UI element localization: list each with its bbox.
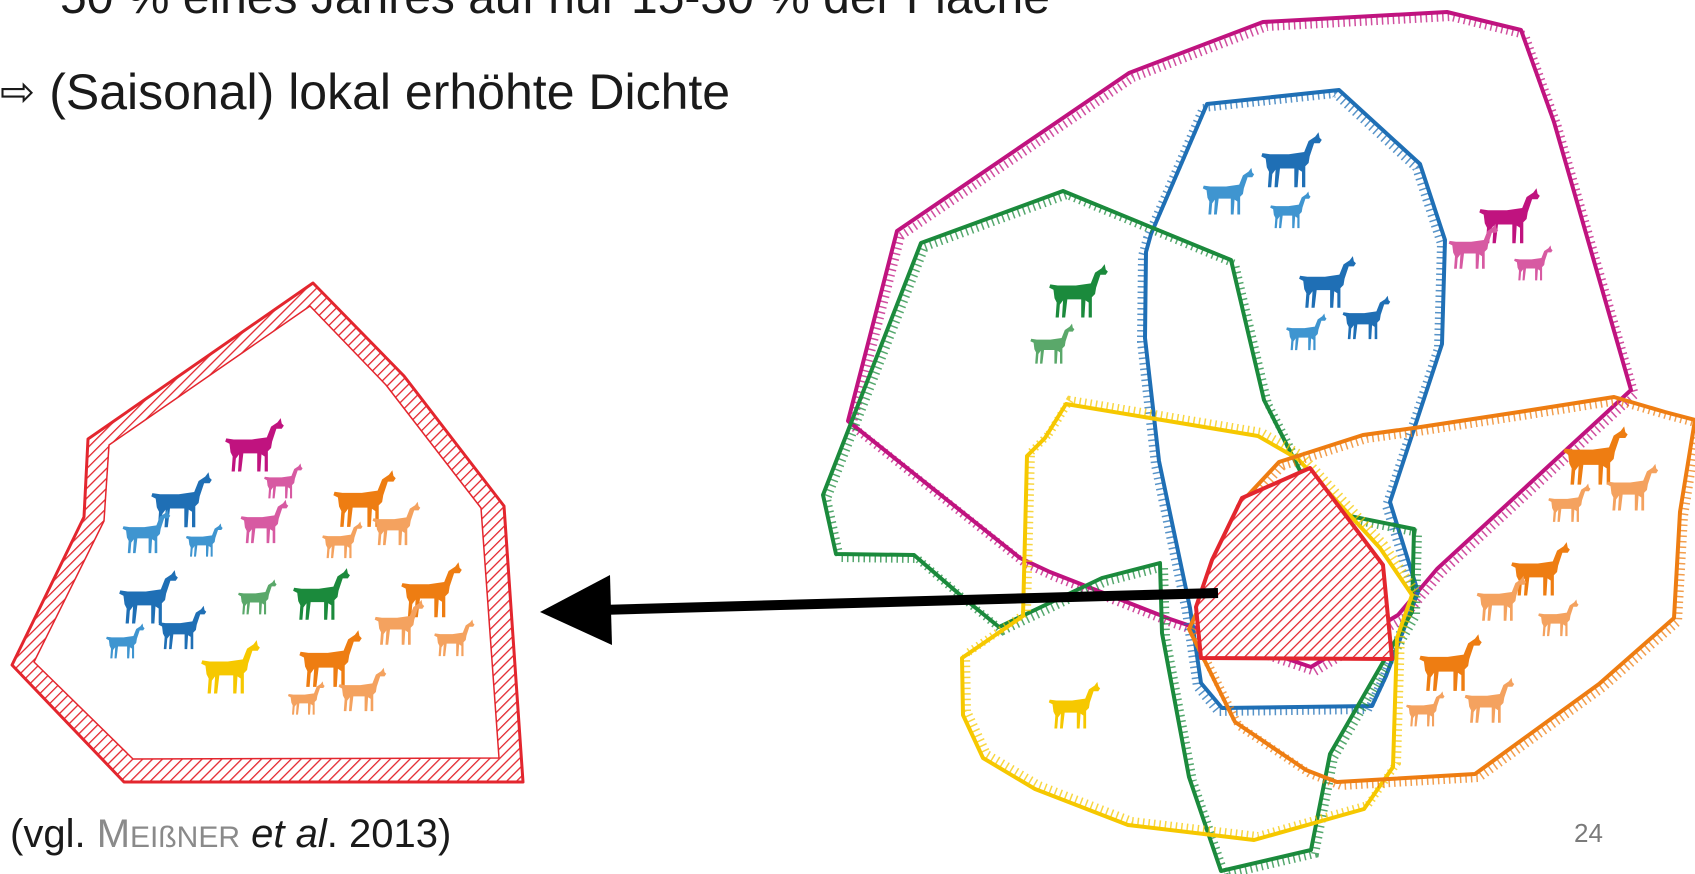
- deer-silhouette-icon: [1342, 295, 1391, 340]
- deer-silhouette-icon: [1511, 542, 1570, 596]
- deer-silhouette-icon: [1030, 323, 1075, 364]
- deer-silhouette-icon: [1048, 681, 1101, 729]
- deer-silhouette-icon: [240, 499, 289, 544]
- home-range-orange: [1187, 395, 1695, 791]
- deer-silhouette-icon: [264, 463, 303, 499]
- deer-silhouette-icon: [299, 630, 362, 687]
- overlap-core-area: [1194, 466, 1394, 661]
- citation: (vgl. MEIßNER et al. 2013): [10, 808, 451, 864]
- deer-silhouette-icon: [372, 501, 421, 546]
- deer-silhouette-icon: [106, 623, 145, 659]
- citation-open: (vgl.: [10, 812, 97, 856]
- citation-close: . 2013): [326, 812, 452, 856]
- deer-silhouette-icon: [434, 619, 475, 657]
- deer-silhouette-icon: [1406, 691, 1445, 727]
- deer-silhouette-icon: [1286, 313, 1327, 351]
- deer-silhouette-icon: [119, 570, 178, 624]
- citation-etal: et al: [251, 812, 327, 856]
- deer-silhouette-icon: [1261, 132, 1322, 188]
- deer-silhouette-icon: [401, 562, 462, 618]
- deer-silhouette-icon: [374, 599, 425, 645]
- deer-silhouette-icon: [1448, 223, 1499, 269]
- deer-silhouette-icon: [1464, 677, 1515, 723]
- page-number: 24: [1574, 818, 1603, 848]
- home-range-blue: [1136, 88, 1447, 717]
- deer-silhouette-icon: [1270, 191, 1311, 229]
- animals-enlarged-area: [106, 418, 475, 715]
- left-arrow-icon: [540, 575, 1219, 645]
- home-range-magenta: [846, 10, 1640, 677]
- home-range-yellow: [960, 395, 1421, 842]
- deer-silhouette-icon: [293, 568, 350, 620]
- deer-silhouette-icon: [158, 605, 207, 650]
- deer-silhouette-icon: [1049, 264, 1108, 318]
- deer-silhouette-icon: [1606, 463, 1659, 511]
- deer-silhouette-icon: [338, 667, 387, 712]
- deer-silhouette-icon: [333, 470, 396, 527]
- deer-silhouette-icon: [1299, 256, 1356, 308]
- citation-author-initial: M: [96, 812, 131, 856]
- citation-author-rest: EIßNER: [130, 821, 241, 854]
- deer-silhouette-icon: [1419, 634, 1482, 691]
- bullet-arrow-icon: ⇨: [0, 68, 36, 115]
- deer-silhouette-icon: [1538, 599, 1579, 637]
- enlarged-core-area: [10, 281, 525, 784]
- deer-silhouette-icon: [1476, 575, 1527, 621]
- deer-silhouette-icon: [322, 521, 363, 559]
- deer-silhouette-icon: [1514, 245, 1553, 281]
- deer-silhouette-icon: [122, 509, 171, 554]
- clipped-heading-line: 50 % eines Jahres auf nur 15-30 % der Fl…: [60, 0, 1050, 22]
- deer-silhouette-icon: [201, 640, 260, 694]
- deer-silhouette-icon: [225, 418, 284, 472]
- deer-silhouette-icon: [1548, 483, 1591, 522]
- deer-silhouette-icon: [238, 579, 277, 615]
- deer-silhouette-icon: [186, 523, 223, 557]
- deer-silhouette-icon: [1202, 167, 1255, 215]
- bullet-text: (Saisonal) lokal erhöhte Dichte: [49, 64, 731, 120]
- bullet-point: ⇨ (Saisonal) lokal erhöhte Dichte: [0, 62, 730, 122]
